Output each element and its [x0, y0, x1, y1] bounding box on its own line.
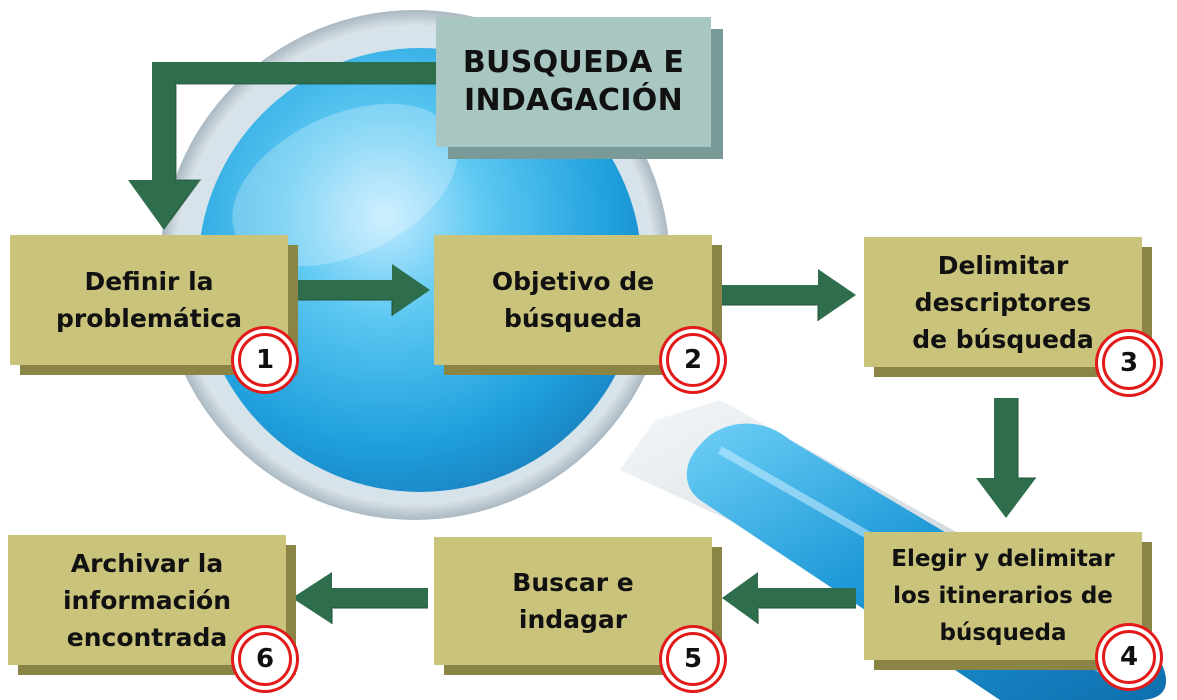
arrow-step3-to-step4: [976, 398, 1036, 518]
step-number-4: 4: [1102, 630, 1156, 684]
step-number-6: 6: [238, 632, 292, 686]
step-3-line-2: descriptores: [914, 287, 1092, 317]
step-2-line-1: Objetivo de: [491, 267, 655, 296]
step-box-1: Definir la problemática: [10, 235, 288, 365]
step-number-5: 5: [666, 632, 720, 686]
step-number-2: 2: [666, 333, 720, 387]
arrow-step5-to-step6: [292, 572, 428, 624]
step-4-line-2: los itinerarios de: [893, 582, 1113, 609]
step-1-line-2: problemática: [56, 304, 242, 333]
magnifier-lens: [198, 48, 642, 492]
step-4-line-1: Elegir y delimitar: [891, 545, 1115, 572]
arrow-step2-to-step3: [722, 269, 856, 321]
step-6-line-3: encontrada: [66, 622, 228, 652]
diagram-title-box: BUSQUEDA E INDAGACIÓN: [436, 17, 711, 147]
title-line-1: BUSQUEDA E: [462, 45, 685, 80]
step-4-line-3: búsqueda: [939, 619, 1067, 646]
step-5-line-2: indagar: [518, 605, 628, 634]
step-3-line-3: de búsqueda: [912, 324, 1094, 354]
step-1-line-1: Definir la: [84, 267, 214, 296]
step-box-4: Elegir y delimitar los itinerarios de bú…: [864, 532, 1142, 660]
step-box-5: Buscar e indagar: [434, 537, 712, 665]
step-box-6: Archivar la información encontrada: [8, 535, 286, 665]
arrow-step4-to-step5: [722, 572, 856, 624]
step-box-3: Delimitar descriptores de búsqueda: [864, 237, 1142, 367]
step-5-line-1: Buscar e: [512, 568, 634, 597]
step-number-1: 1: [238, 333, 292, 387]
step-6-line-2: información: [62, 585, 232, 615]
step-2-line-2: búsqueda: [504, 304, 642, 333]
arrow-step1-to-step2: [298, 264, 430, 316]
step-6-line-1: Archivar la: [70, 548, 224, 578]
step-3-line-1: Delimitar: [937, 250, 1069, 280]
step-box-2: Objetivo de búsqueda: [434, 235, 712, 365]
title-line-2: INDAGACIÓN: [463, 83, 684, 118]
step-number-3: 3: [1102, 336, 1156, 390]
arrow-title-to-step1: [128, 62, 440, 230]
